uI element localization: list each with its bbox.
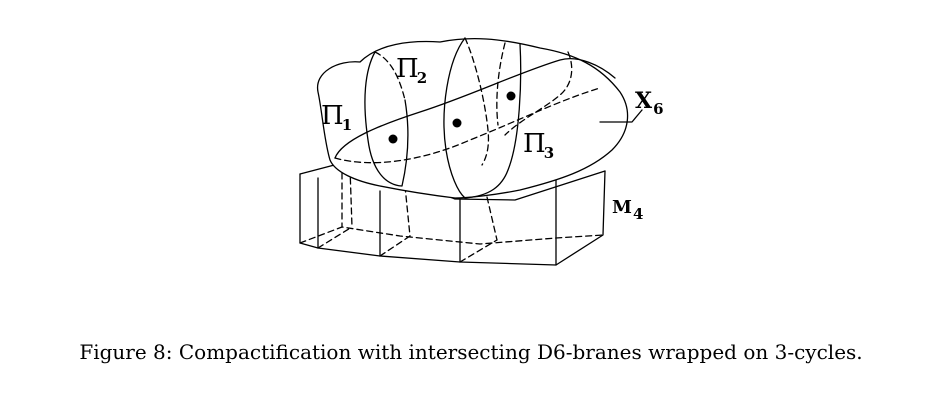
d6-brane-diagram: Π1 Π2 Π3 X6 M4 xyxy=(299,37,664,266)
pi3-label: Π3 xyxy=(523,129,554,162)
pi1-cycle xyxy=(334,58,616,159)
middle-cycle xyxy=(443,37,522,199)
pi3-cycle xyxy=(504,51,573,136)
pi1-cycle-back xyxy=(334,87,601,164)
pi2-cycle xyxy=(364,51,409,187)
x6-leader-line xyxy=(599,109,643,123)
m4-label: M4 xyxy=(612,197,643,223)
intersection-point xyxy=(452,118,462,128)
x6-label: X6 xyxy=(635,88,664,118)
pi2-cycle-back xyxy=(374,51,406,101)
intersection-points xyxy=(388,91,516,144)
figure-caption: Figure 8: Compactification with intersec… xyxy=(79,340,863,364)
pi2-label: Π2 xyxy=(396,54,427,87)
intersection-point xyxy=(388,134,398,144)
intersection-point xyxy=(506,91,516,101)
middle-cycle-back xyxy=(464,37,490,166)
pi3-cycle-lower xyxy=(496,42,506,126)
pi1-label: Π1 xyxy=(321,101,352,134)
x6-surface xyxy=(317,37,629,199)
